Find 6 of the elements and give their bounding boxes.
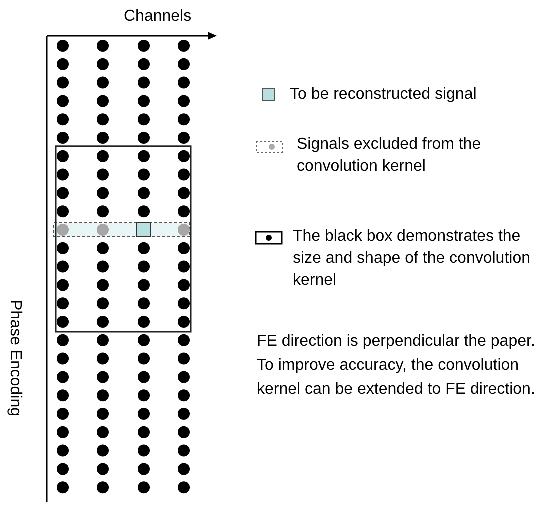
legend-text: The black box demonstrates the size and shape of the convolution kernel	[293, 227, 532, 291]
legend-text: To be reconstructed signal	[290, 85, 478, 105]
axis-label: Phase Encoding	[6, 300, 25, 417]
axis-label: Channels	[124, 7, 192, 27]
legend-text: Signals excluded from the convolution kernel	[297, 135, 482, 177]
note-text: FE direction is perpendicular the paper. To improve accuracy, the convolution kernel can be extended to FE direction.	[257, 332, 536, 400]
